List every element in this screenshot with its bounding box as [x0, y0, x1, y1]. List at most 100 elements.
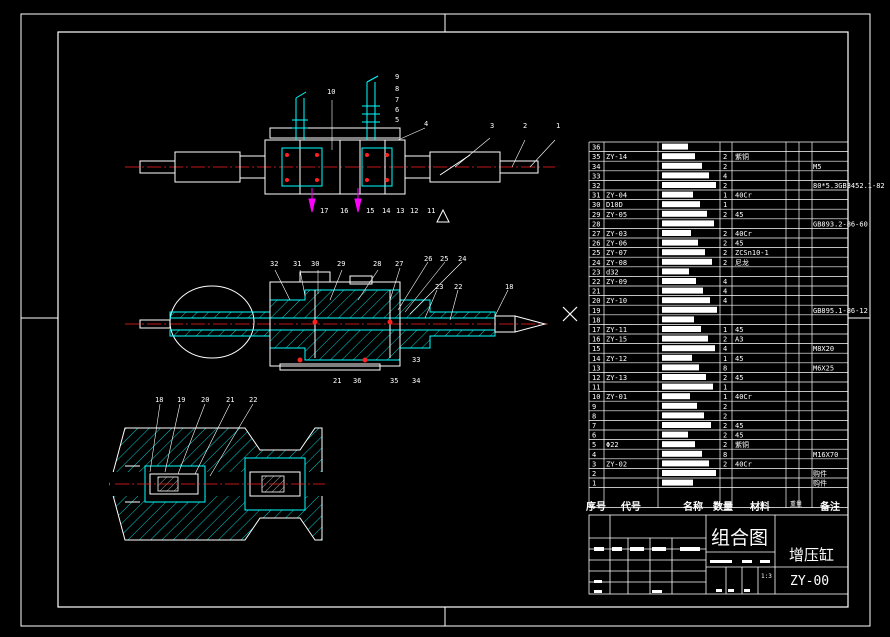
bom-cell-code: ZY-09 — [606, 278, 627, 286]
callout-18: 18 — [505, 283, 513, 291]
part-name: 增压缸 — [789, 546, 834, 564]
bom-cell-no: 19 — [592, 307, 600, 315]
bom-name-cell — [662, 422, 711, 428]
bom-cell-qty: 2 — [723, 182, 727, 190]
bom-cell-code: ZY-15 — [606, 336, 627, 344]
bom-cell-qty: 2 — [723, 153, 727, 161]
bom-cell-qty: 2 — [723, 403, 727, 411]
bom-name-cell — [662, 143, 688, 150]
callout-29: 30 — [311, 260, 319, 268]
bom-cell-no: 23 — [592, 268, 600, 276]
bom-name-cell — [662, 335, 708, 342]
callout-24: 25 — [440, 255, 448, 263]
callout-30: 31 — [293, 260, 301, 268]
section-view: 32 31 30 29 28 27 26 25 24 23 22 18 33 3… — [125, 255, 578, 385]
callout-33: 34 — [412, 377, 420, 385]
bom-row: 1 购件 — [592, 479, 827, 488]
bom-cell-mat: 45 — [735, 432, 743, 440]
bom-cell-no: 31 — [592, 192, 600, 200]
callout-14: 14 — [382, 207, 390, 215]
bom-name-cell — [662, 402, 697, 409]
bom-cell-qty: 4 — [723, 345, 727, 353]
bom-cell-mat: 紫铜 — [735, 152, 749, 161]
bom-cell-no: 9 — [592, 403, 596, 411]
bom-cell-qty: 4 — [723, 297, 727, 305]
bom-row: 36 — [592, 143, 688, 152]
bom-name-cell — [662, 470, 716, 476]
bom-name-cell — [662, 153, 695, 160]
bom-name-cell — [662, 450, 702, 457]
callout-12: 12 — [410, 207, 418, 215]
bom-cell-no: 13 — [592, 364, 600, 372]
callout-17: 17 — [320, 207, 328, 215]
bom-cell-no: 1 — [592, 480, 596, 488]
bom-cell-code: D10D — [606, 201, 623, 209]
bom-cell-remark: M8X20 — [813, 345, 834, 353]
bom-name-cell — [662, 460, 709, 467]
assembly-title: 组合图 — [711, 527, 768, 549]
callout-3: 3 — [490, 122, 494, 130]
callout-10: 10 — [327, 88, 335, 96]
bom-header-weight: 重量 — [790, 500, 802, 508]
bom-cell-code: ZY-12 — [606, 355, 627, 363]
bom-cell-mat: 45 — [735, 374, 743, 382]
bom-cell-no: 29 — [592, 211, 600, 219]
bom-cell-no: 20 — [592, 297, 600, 305]
bom-name-cell — [662, 441, 695, 448]
bom-cell-remark: 购件 — [813, 479, 827, 488]
bom-name-cell — [662, 354, 692, 361]
bom-cell-code: ZY-14 — [606, 153, 627, 161]
bom-name-cell — [662, 412, 704, 419]
bom-name-cell — [662, 306, 717, 313]
bom-cell-code: ZY-07 — [606, 249, 627, 257]
bom-cell-qty: 4 — [723, 278, 727, 286]
callout-16: 16 — [340, 207, 348, 215]
callout-26: 27 — [395, 260, 403, 268]
callout-4: 4 — [424, 120, 428, 128]
bom-name-cell — [662, 374, 706, 380]
bom-cell-mat: 40Cr — [735, 393, 752, 401]
bom-name-cell — [662, 364, 699, 371]
bom-cell-no: 16 — [592, 336, 600, 344]
callout-6: 6 — [395, 106, 399, 114]
bom-row: 18 — [592, 316, 694, 324]
bom-name-cell — [662, 239, 698, 246]
external-view: 1 2 3 4 5 6 7 8 9 10 11 12 13 14 15 16 1… — [125, 73, 560, 223]
callout-32: 33 — [412, 356, 420, 364]
detail-callout-18: 18 — [155, 396, 163, 404]
bom-cell-no: 30 — [592, 201, 600, 209]
bom-cell-qty: 2 — [723, 422, 727, 430]
bom-header-code: 代号 — [620, 500, 641, 513]
bom-name-cell — [662, 162, 702, 169]
bom-header-row: 序号 代号 名称 数量 材料 重量 备注 — [586, 500, 840, 513]
bom-header-remark: 备注 — [819, 500, 840, 513]
drawing-code: ZY-00 — [790, 574, 829, 589]
bom-name-cell — [662, 172, 709, 179]
bom-cell-mat: ZCSn10-1 — [735, 249, 769, 257]
callout-8: 8 — [395, 85, 399, 93]
bom-name-cell — [662, 191, 693, 198]
bom-name-cell — [662, 220, 714, 227]
bom-name-cell — [662, 316, 694, 323]
bom-cell-no: 6 — [592, 432, 596, 440]
bom-name-cell — [662, 479, 693, 486]
bom-cell-code: ZY-06 — [606, 240, 627, 248]
bom-cell-no: 2 — [592, 470, 596, 478]
bom-cell-no: 5 — [592, 441, 596, 449]
bom-cell-qty: 1 — [723, 192, 727, 200]
bom-cell-no: 21 — [592, 288, 600, 296]
bom-header-material: 材料 — [750, 500, 770, 513]
bom-cell-no: 25 — [592, 249, 600, 257]
bom-cell-no: 11 — [592, 384, 600, 392]
